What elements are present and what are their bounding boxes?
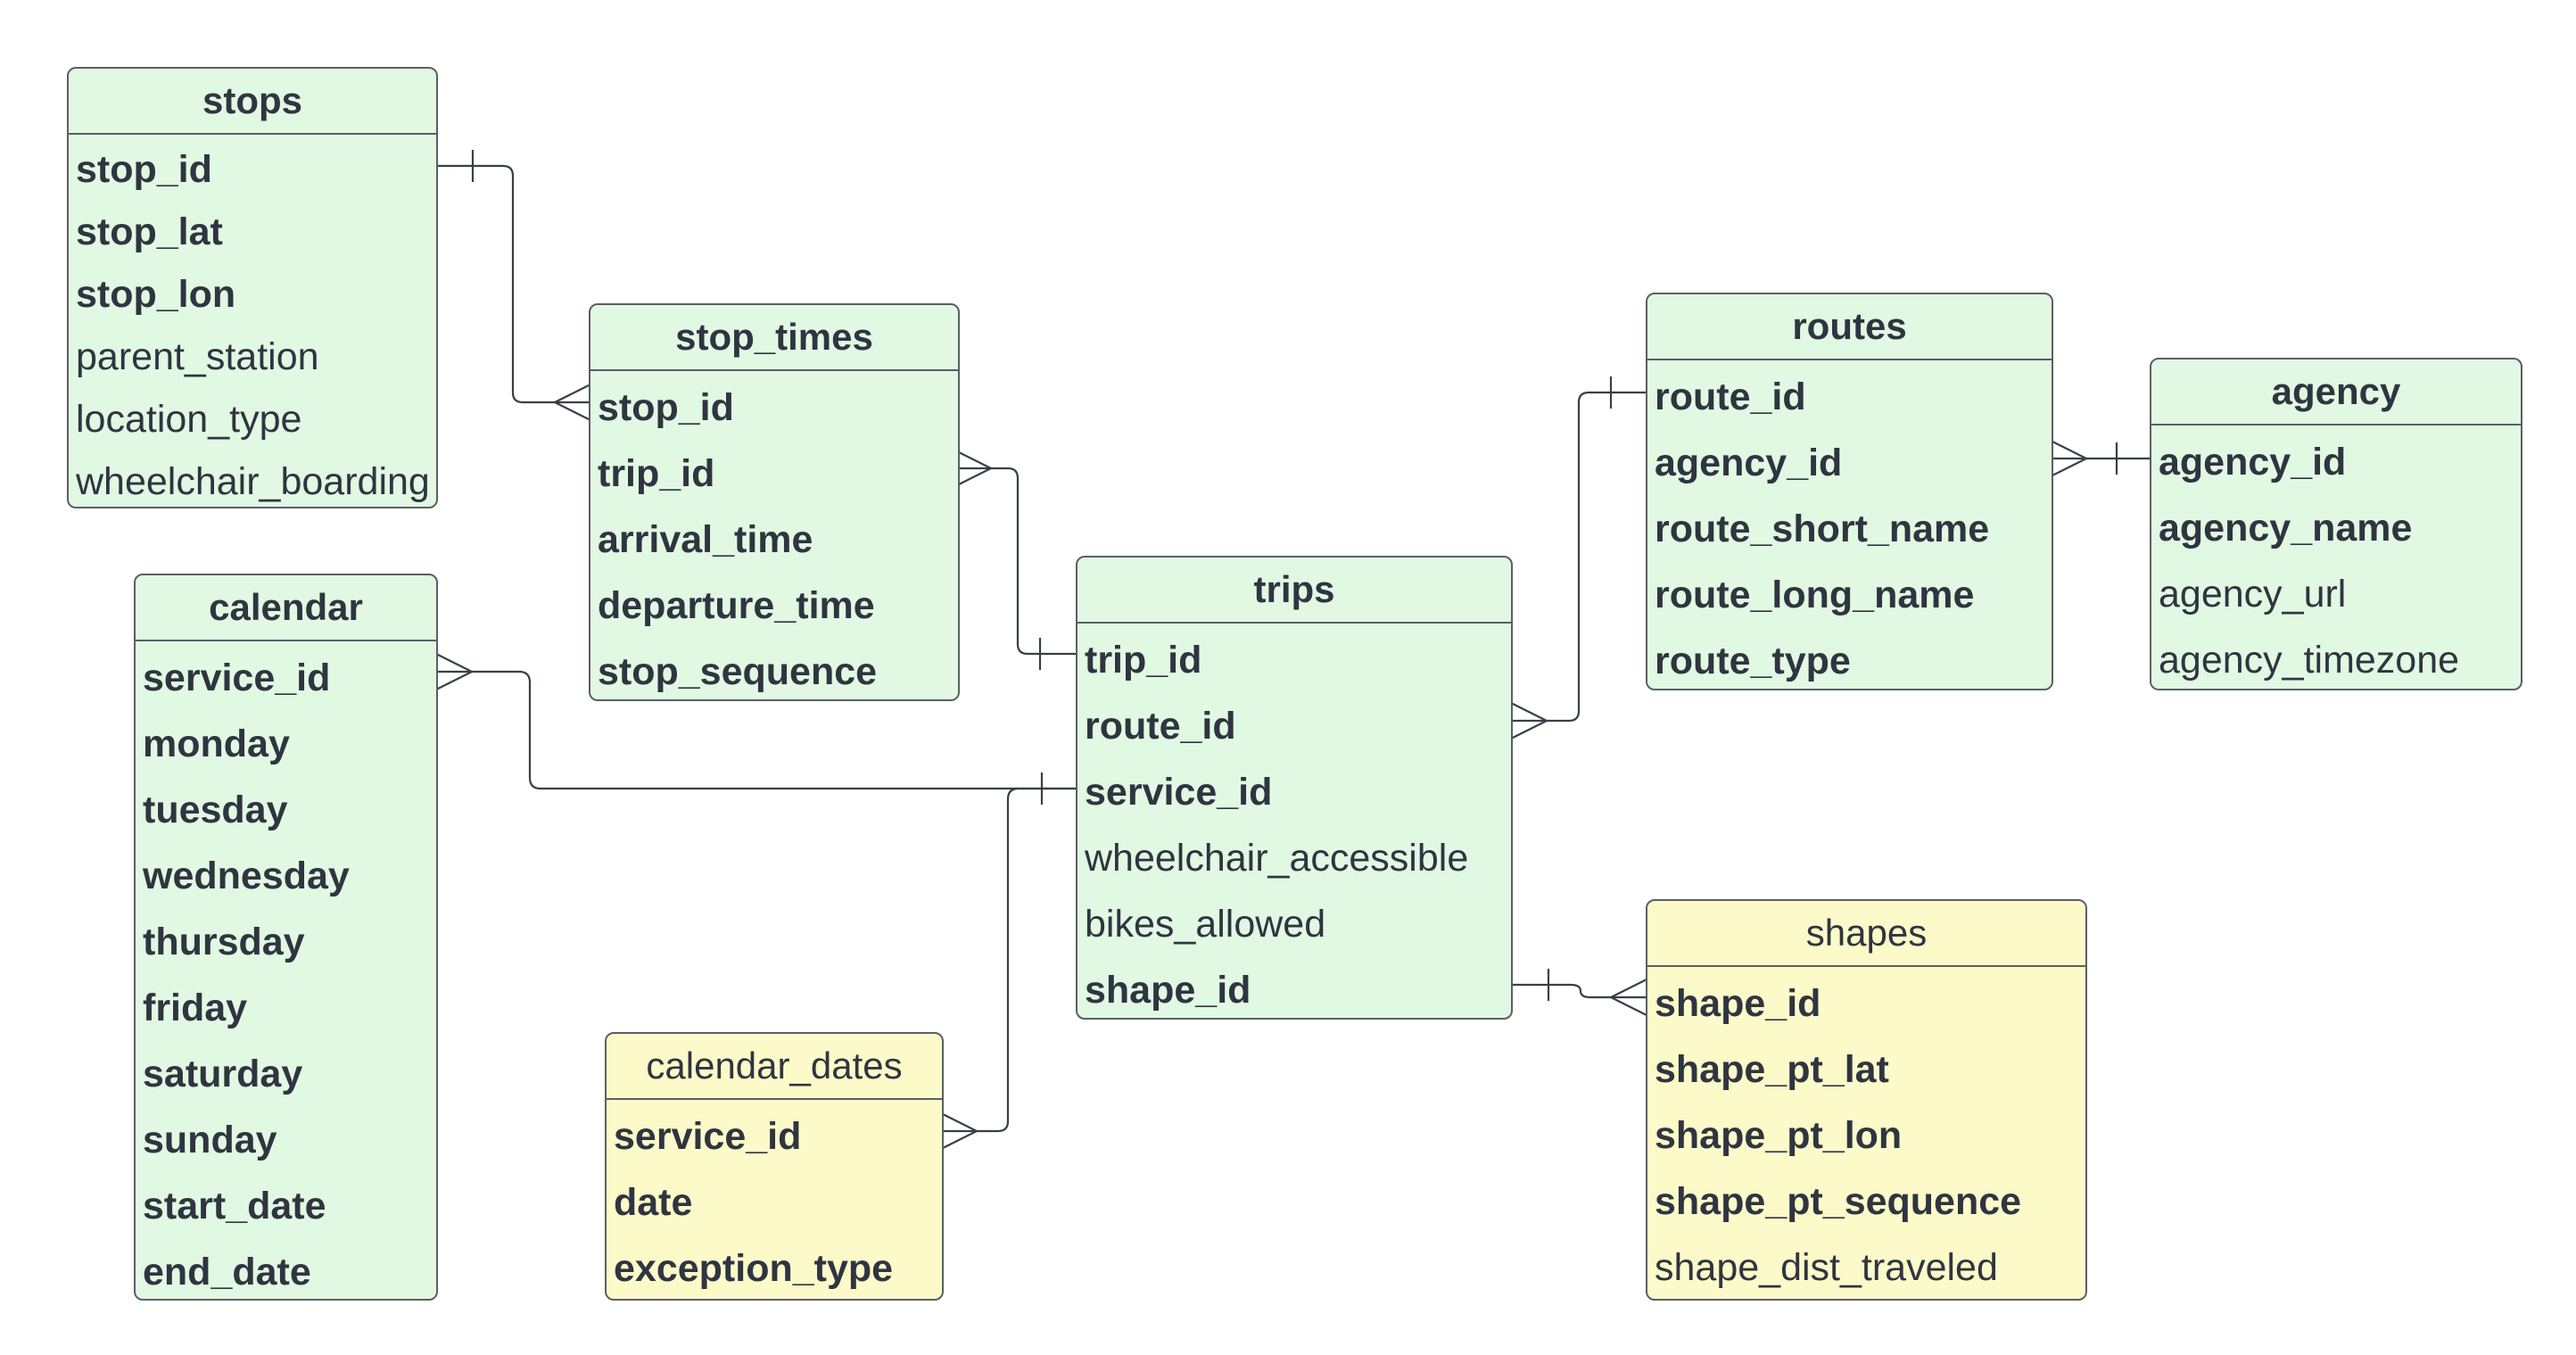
entity-stop-times[interactable]: stop_times stop_id trip_id arrival_time … (589, 303, 960, 701)
entity-shapes[interactable]: shapes shape_id shape_pt_lat shape_pt_lo… (1646, 899, 2087, 1301)
entity-calendar-dates[interactable]: calendar_dates service_id date exception… (605, 1032, 944, 1301)
entity-title: agency (2151, 359, 2521, 426)
field-arrival-time: arrival_time (598, 518, 813, 561)
entity-title: routes (1647, 294, 2052, 360)
field-start-date: start_date (143, 1185, 326, 1227)
rel-trips-routes (1510, 376, 1647, 739)
field-parent-station: parent_station (76, 335, 319, 378)
field-tuesday: tuesday (143, 789, 288, 831)
field-route-type: route_type (1655, 640, 1851, 682)
field-wheelchair-boarding: wheelchair_boarding (76, 460, 430, 503)
rel-routes-agency (2050, 440, 2151, 477)
field-agency-name: agency_name (2159, 507, 2413, 549)
field-trip-id: trip_id (598, 452, 715, 495)
field-wheelchair-accessible: wheelchair_accessible (1085, 837, 1469, 880)
field-stop-sequence: stop_sequence (598, 650, 878, 693)
field-route-id: route_id (1655, 376, 1806, 418)
field-list: service_id monday tuesday wednesday thur… (136, 641, 436, 1299)
field-location-type: location_type (76, 398, 302, 441)
field-sunday: sunday (143, 1119, 277, 1161)
entity-calendar[interactable]: calendar service_id monday tuesday wedne… (134, 574, 438, 1301)
field-departure-time: departure_time (598, 584, 875, 627)
entity-title: calendar (136, 575, 436, 641)
field-service-id: service_id (1085, 771, 1273, 814)
field-route-id: route_id (1085, 705, 1236, 748)
field-shape-id: shape_id (1655, 982, 1821, 1025)
field-date: date (614, 1181, 693, 1224)
field-shape-pt-lon: shape_pt_lon (1655, 1114, 1903, 1157)
field-trip-id: trip_id (1085, 639, 1202, 682)
field-bikes-allowed: bikes_allowed (1085, 903, 1326, 946)
entity-stops[interactable]: stops stop_id stop_lat stop_lon parent_s… (67, 67, 438, 508)
rel-stops-stop-times (438, 150, 591, 421)
field-stop-lat: stop_lat (76, 211, 223, 253)
field-friday: friday (143, 987, 248, 1029)
entity-title: shapes (1647, 901, 2085, 967)
field-monday: monday (143, 723, 290, 765)
field-service-id: service_id (143, 657, 331, 699)
field-list: route_id agency_id route_short_name rout… (1647, 360, 2052, 689)
rel-trips-shapes (1511, 969, 1647, 1016)
field-agency-id: agency_id (1655, 442, 1843, 484)
field-stop-id: stop_id (76, 148, 212, 191)
entity-routes[interactable]: routes route_id agency_id route_short_na… (1646, 293, 2053, 690)
field-agency-timezone: agency_timezone (2159, 639, 2460, 682)
field-shape-pt-sequence: shape_pt_sequence (1655, 1180, 2022, 1223)
field-shape-id: shape_id (1085, 969, 1251, 1012)
field-route-short-name: route_short_name (1655, 508, 1990, 550)
field-list: shape_id shape_pt_lat shape_pt_lon shape… (1647, 967, 2085, 1299)
field-list: agency_id agency_name agency_url agency_… (2151, 426, 2521, 689)
field-end-date: end_date (143, 1251, 311, 1293)
entity-agency[interactable]: agency agency_id agency_name agency_url … (2150, 358, 2522, 690)
field-list: stop_id trip_id arrival_time departure_t… (590, 371, 958, 699)
field-exception-type: exception_type (614, 1247, 894, 1290)
field-route-long-name: route_long_name (1655, 574, 1975, 616)
rel-calendar-dates-trips (940, 787, 1077, 1150)
field-list: stop_id stop_lat stop_lon parent_station… (69, 135, 436, 507)
entity-title: stop_times (590, 305, 958, 371)
rel-stop-times-trips (954, 450, 1077, 670)
field-service-id: service_id (614, 1115, 802, 1158)
entity-title: calendar_dates (607, 1034, 942, 1100)
field-list: trip_id route_id service_id wheelchair_a… (1077, 624, 1511, 1018)
field-agency-id: agency_id (2159, 441, 2347, 483)
field-stop-lon: stop_lon (76, 273, 236, 316)
field-saturday: saturday (143, 1053, 303, 1095)
entity-trips[interactable]: trips trip_id route_id service_id wheelc… (1076, 556, 1513, 1020)
field-wednesday: wednesday (143, 855, 350, 897)
field-shape-pt-lat: shape_pt_lat (1655, 1048, 1889, 1091)
field-agency-url: agency_url (2159, 573, 2347, 616)
field-shape-dist-traveled: shape_dist_traveled (1655, 1246, 1998, 1289)
entity-title: stops (69, 69, 436, 135)
field-list: service_id date exception_type (607, 1100, 942, 1299)
entity-title: trips (1077, 558, 1511, 624)
field-stop-id: stop_id (598, 386, 734, 429)
field-thursday: thursday (143, 921, 305, 963)
